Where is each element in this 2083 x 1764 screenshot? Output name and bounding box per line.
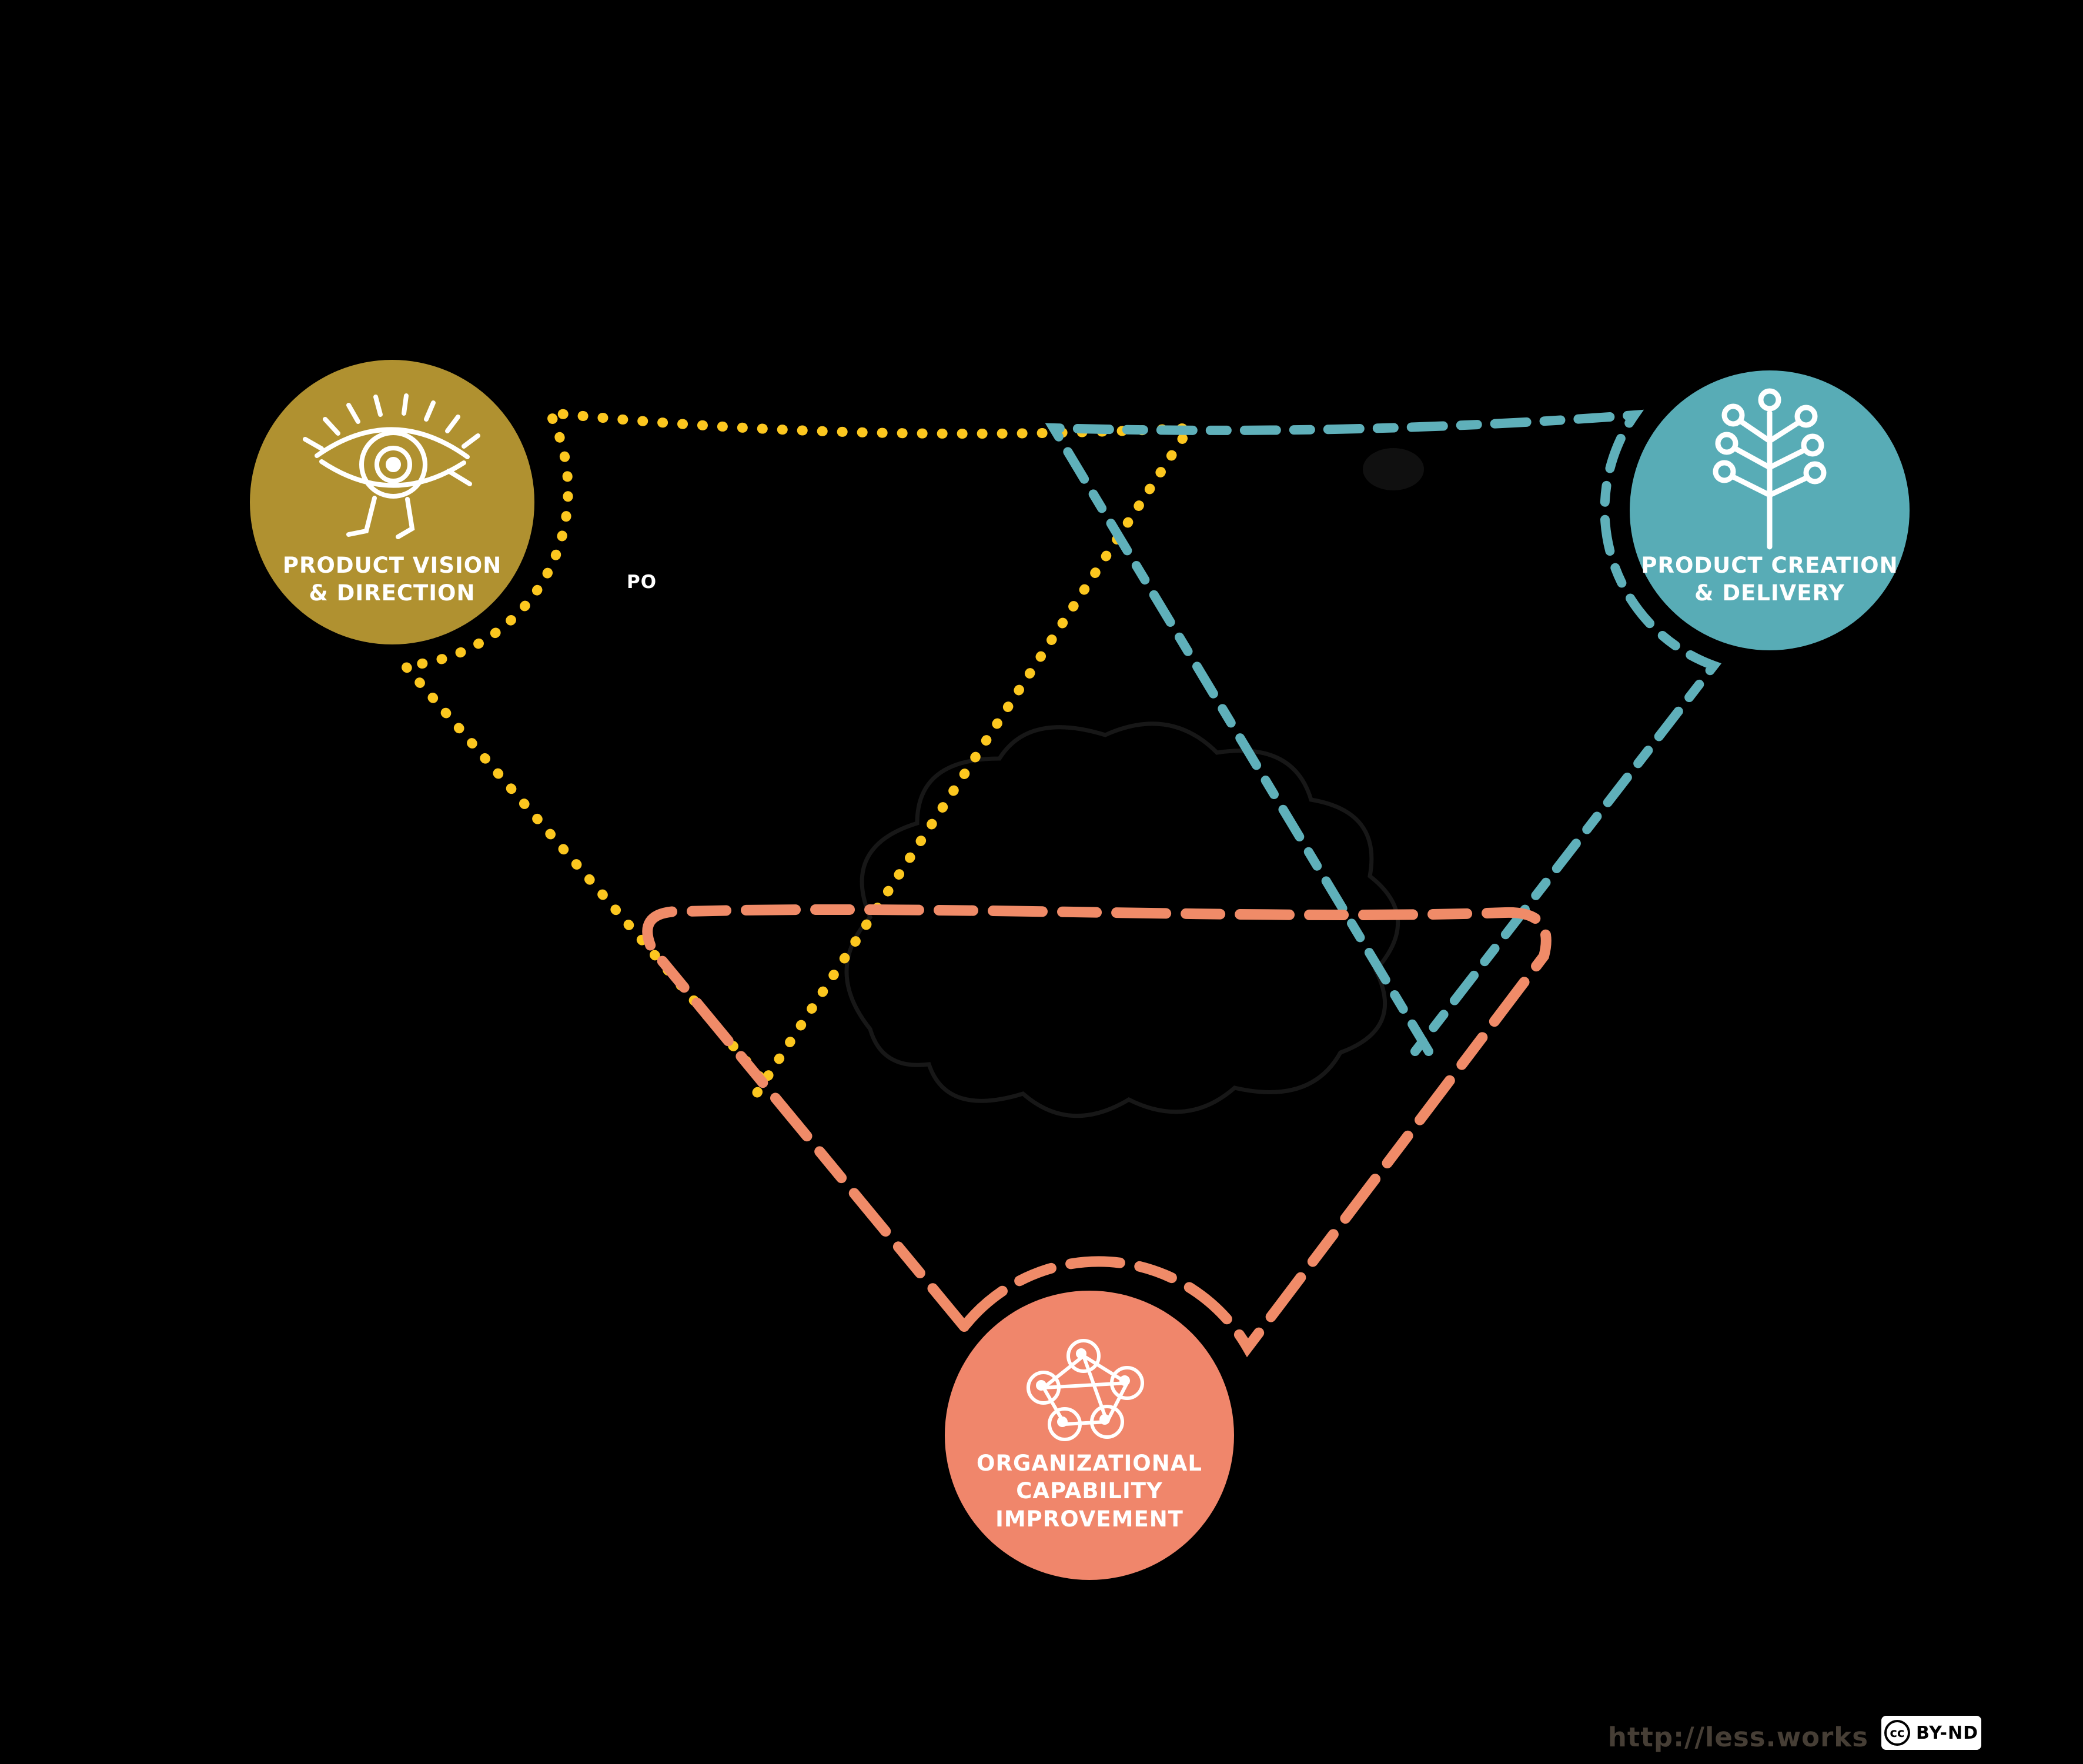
cc-license-label: BY-ND: [1915, 1722, 1978, 1743]
walking-eye-icon: [303, 393, 480, 539]
vision-label-line1: PRODUCT VISION: [282, 553, 502, 578]
site-url[interactable]: http://less.works: [1607, 1722, 1868, 1753]
creation-loop-line: [1045, 409, 1722, 1056]
vision-label: PRODUCT VISION & DIRECTION: [216, 552, 569, 607]
vision-label-line2: & DIRECTION: [309, 580, 476, 606]
improvement-label: ORGANIZATIONAL CAPABILITY IMPROVEMENT: [913, 1449, 1266, 1533]
improvement-label-line1: ORGANIZATIONAL: [977, 1451, 1202, 1476]
improvement-label-line2: CAPABILITY: [1016, 1478, 1163, 1504]
improvement-circle: [945, 1291, 1234, 1580]
ink-smudge: [1363, 448, 1424, 490]
vision-circle: [250, 360, 534, 644]
improvement-loop-line: [642, 904, 1552, 1358]
cc-icon: cc: [1884, 1720, 1910, 1746]
cloud-outline: [844, 721, 1400, 1118]
people-network-icon: [1027, 1339, 1144, 1441]
improvement-label-line3: IMPROVEMENT: [995, 1506, 1183, 1532]
cc-license-badge[interactable]: cc BY-ND: [1881, 1716, 1981, 1750]
vision-loop-line: [394, 406, 1199, 1098]
po-label: PO: [627, 572, 657, 593]
creation-label-line2: & DELIVERY: [1694, 580, 1845, 606]
creation-label-line1: PRODUCT CREATION: [1641, 553, 1898, 578]
creation-label: PRODUCT CREATION & DELIVERY: [1593, 552, 1946, 607]
apple-tree-icon: [1713, 388, 1827, 550]
